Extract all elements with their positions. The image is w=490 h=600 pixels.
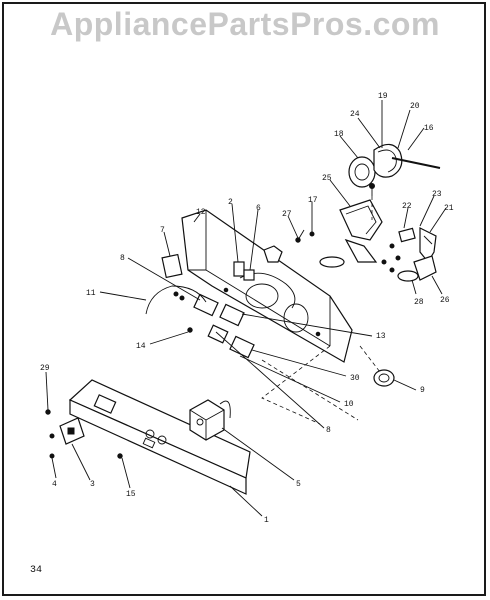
callout-12: 12 xyxy=(196,208,206,217)
callout-20: 20 xyxy=(410,102,420,111)
callout-5: 5 xyxy=(296,480,301,489)
part-30-switch xyxy=(229,335,255,359)
part-9-group xyxy=(373,369,395,387)
callout-10: 10 xyxy=(344,400,354,409)
callout-23: 23 xyxy=(432,190,442,199)
leader-lines xyxy=(45,100,447,517)
plug-group xyxy=(49,417,85,459)
callout-16: 16 xyxy=(424,124,434,133)
control-housing xyxy=(181,209,353,363)
assembly-lines xyxy=(261,196,381,425)
callout-2: 2 xyxy=(228,198,233,207)
callout-25: 25 xyxy=(322,174,332,183)
callout-3: 3 xyxy=(90,480,95,489)
damper-assembly xyxy=(319,199,437,282)
part-11-wire xyxy=(145,285,207,315)
part-7-block xyxy=(161,253,183,279)
callout-17: 17 xyxy=(308,196,318,205)
callout-22: 22 xyxy=(402,202,412,211)
callout-13: 13 xyxy=(376,332,386,341)
part-16-shaft xyxy=(391,157,441,169)
part-5-group xyxy=(189,399,231,441)
part-2-clip xyxy=(233,261,245,277)
part-29-screw xyxy=(45,409,51,415)
part-9-knob xyxy=(373,369,395,387)
part-22-block xyxy=(398,227,416,243)
part-18-wheel xyxy=(348,156,376,188)
callout-29: 29 xyxy=(40,364,50,373)
callout-26: 26 xyxy=(440,296,450,305)
part-25-bracket xyxy=(339,199,383,241)
part-5-timer xyxy=(189,399,225,441)
part-6-connector xyxy=(243,269,255,281)
part-27-nut xyxy=(263,245,283,263)
page-number: 34 xyxy=(30,565,43,576)
callout-18: 18 xyxy=(334,130,344,139)
callout-24: 24 xyxy=(350,110,360,119)
callout-8-top: 8 xyxy=(120,254,125,263)
part-12-housing xyxy=(181,209,353,363)
watermark: AppliancePartsPros.com xyxy=(50,6,440,42)
part-28-cap xyxy=(397,270,419,282)
callout-19: 19 xyxy=(378,92,388,101)
part-26-lever xyxy=(413,255,437,281)
callout-8-bottom: 8 xyxy=(326,426,331,435)
fan-assembly xyxy=(348,143,441,196)
callout-21: 21 xyxy=(444,204,454,213)
callout-27: 27 xyxy=(282,210,292,219)
callout-30: 30 xyxy=(350,374,360,383)
callout-4: 4 xyxy=(52,480,57,489)
callout-labels: 19 20 24 16 18 25 23 22 21 12 2 6 27 17 … xyxy=(40,92,454,525)
control-panel xyxy=(68,379,251,495)
callout-11: 11 xyxy=(86,289,96,298)
callout-28: 28 xyxy=(414,298,424,307)
callout-9: 9 xyxy=(420,386,425,395)
callout-15: 15 xyxy=(126,490,136,499)
part-8-switch xyxy=(193,293,219,317)
callout-7: 7 xyxy=(160,226,165,235)
callout-1: 1 xyxy=(264,516,269,525)
part-25-knob xyxy=(319,256,345,268)
part-7-group xyxy=(161,253,183,279)
callout-6: 6 xyxy=(256,204,261,213)
part-15-screw xyxy=(117,453,123,459)
callout-14: 14 xyxy=(136,342,146,351)
part-13-switch xyxy=(219,303,245,327)
part-20-housing xyxy=(373,143,403,178)
